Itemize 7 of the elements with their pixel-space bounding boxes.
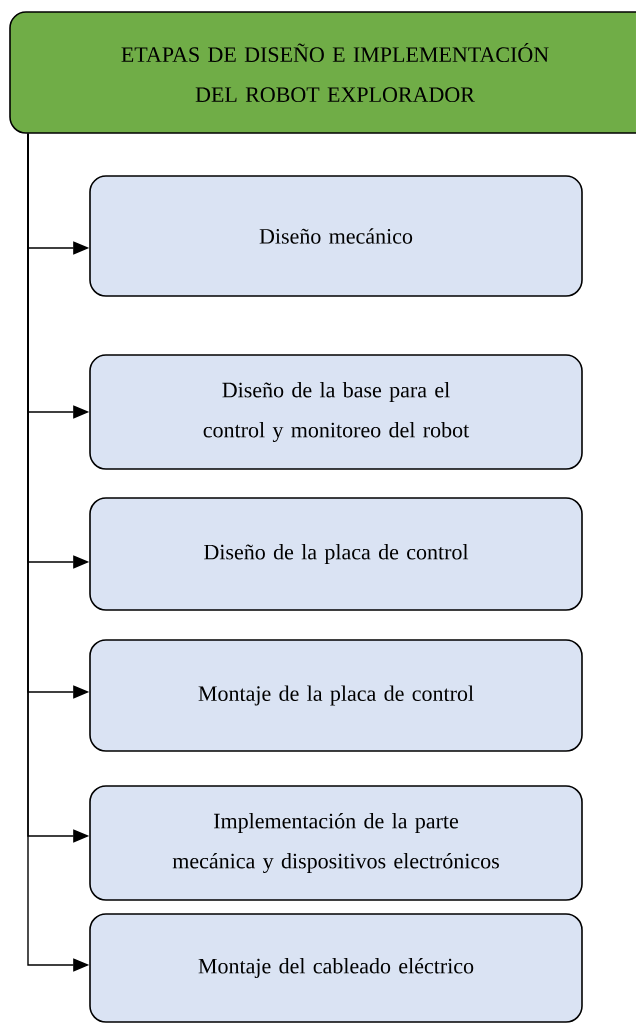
stage-box: Diseño de la placa de control — [89, 497, 583, 611]
stage-box: Montaje del cableado eléctrico — [89, 913, 583, 1023]
title-box: ETAPAS DE DISEÑO E IMPLEMENTACIÓN DEL ROBOT EXPLORADOR — [9, 11, 636, 134]
stage-box: Diseño mecánico — [89, 175, 583, 297]
stage-box: Implementación de la parte mecánica y dispositivos electrónicos — [89, 785, 583, 901]
stage-box: Montaje de la placa de control — [89, 639, 583, 752]
stage-box: Diseño de la base para el control y monitoreo del robot — [89, 354, 583, 470]
